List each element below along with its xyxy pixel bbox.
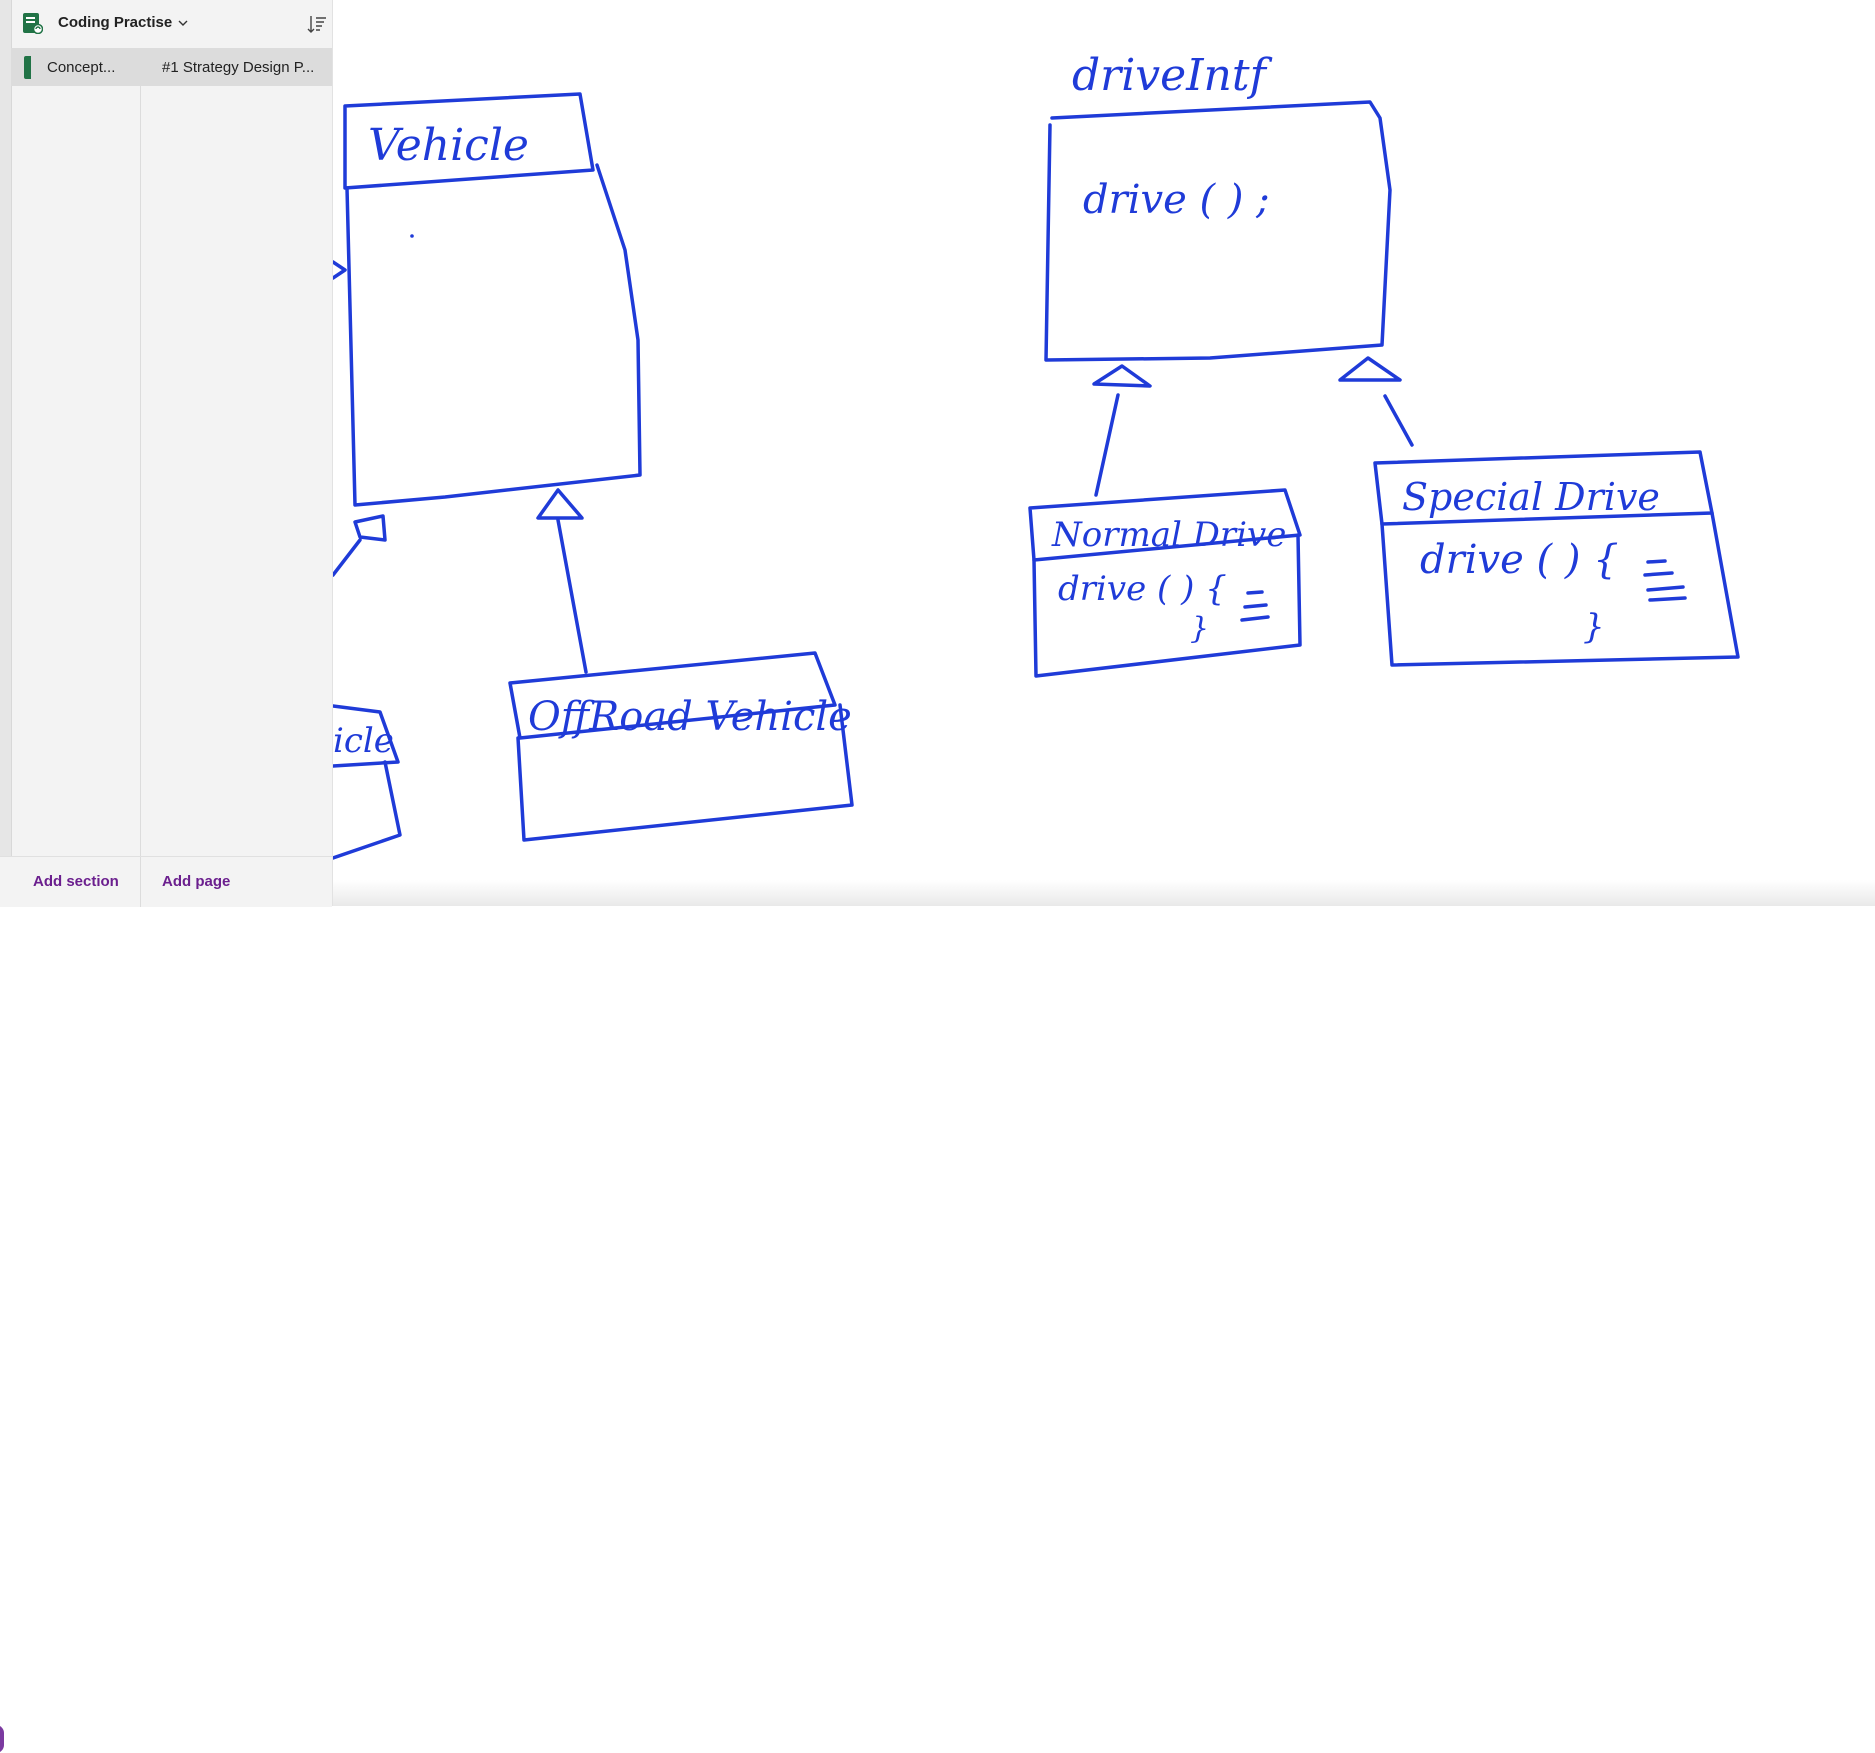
drive-interface-box: driveIntf drive ( ) ; <box>1044 50 1414 497</box>
special-drive-title: Special Drive <box>1402 475 1660 519</box>
notebook-icon <box>23 13 43 34</box>
ink-canvas[interactable]: Vehicle OffRoad Vehicle icle driveIntf d… <box>333 0 1875 906</box>
normal-drive-title: Normal Drive <box>1051 515 1286 555</box>
offroad-title: OffRoad Vehicle <box>528 694 852 740</box>
vehicle-title: Vehicle <box>368 120 529 171</box>
avatar[interactable] <box>0 1725 4 1753</box>
normal-drive-method: drive ( ) { <box>1058 569 1227 609</box>
sections-column <box>11 48 141 856</box>
notebook-bar[interactable]: Coding Practise <box>11 0 332 48</box>
section-color-marker <box>24 56 31 79</box>
sidebar-edge <box>0 0 12 906</box>
sort-icon[interactable] <box>305 12 329 36</box>
interface-method: drive ( ) ; <box>1083 177 1270 223</box>
normal-drive-box: Normal Drive drive ( ) { } <box>1028 488 1302 678</box>
section-label[interactable]: Concept... <box>47 59 116 76</box>
sidebar: Coding Practise Concept... #1 Strategy D… <box>0 0 333 1753</box>
sidebar-footer: Add section Add page <box>0 856 332 1753</box>
normal-body-lines <box>1240 590 1270 622</box>
offroad-vehicle-box: OffRoad Vehicle <box>508 651 854 842</box>
normal-drive-close-brace: } <box>1190 611 1209 646</box>
footer-divider <box>140 857 141 907</box>
page-item-strategy-design[interactable]: #1 Strategy Design P... <box>162 59 315 76</box>
bottom-fade <box>333 880 1875 906</box>
special-body-lines <box>1643 559 1687 602</box>
ink-dot <box>410 234 414 238</box>
special-drive-box: Special Drive drive ( ) { } <box>1373 450 1740 667</box>
add-page-button[interactable]: Add page <box>162 873 231 890</box>
chevron-down-icon[interactable] <box>176 16 190 30</box>
partial-vehicle-title: icle <box>333 721 394 761</box>
partial-vehicle-box: icle <box>333 704 402 860</box>
vehicle-class-box: Vehicle <box>343 92 642 507</box>
add-section-button[interactable]: Add section <box>33 873 119 890</box>
interface-title: driveIntf <box>1072 50 1273 101</box>
section-item-concepts[interactable]: Concept... #1 Strategy Design P... <box>11 48 332 86</box>
vehicle-inheritance-arrows <box>333 488 588 674</box>
special-drive-close-brace: } <box>1583 607 1605 647</box>
arrow-stub <box>333 260 347 280</box>
special-drive-method: drive ( ) { <box>1420 537 1619 583</box>
notebook-title[interactable]: Coding Practise <box>58 14 173 31</box>
